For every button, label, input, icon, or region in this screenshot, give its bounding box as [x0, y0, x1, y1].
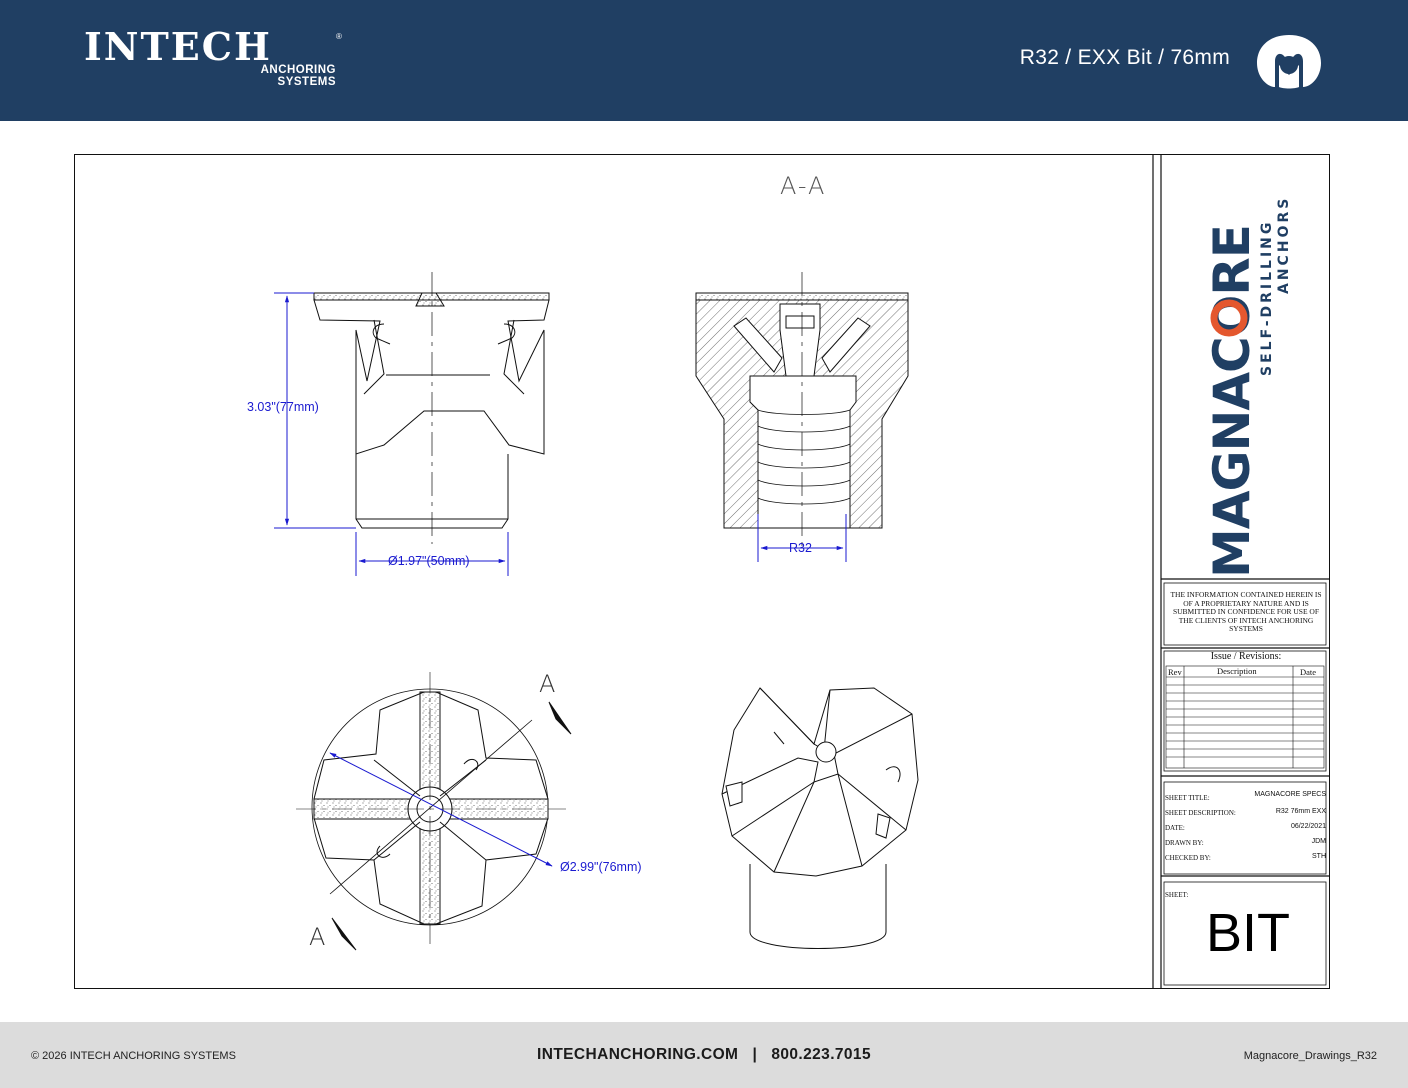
registered-mark: ® [336, 32, 342, 41]
magnacore-logo-o-icon [1210, 299, 1248, 337]
sheet-title-value: MAGNACORE SPECS [1254, 791, 1326, 798]
checked-by-value: STH [1312, 853, 1326, 860]
file-name: Magnacore_Drawings_R32 [1243, 1050, 1377, 1062]
svg-text:MAGNACORE: MAGNACORE [1203, 225, 1261, 578]
revisions-title: Issue / Revisions: [1210, 651, 1282, 662]
dimension-thread: R32 [789, 541, 812, 555]
sheet-label: SHEET: [1165, 891, 1189, 899]
magnacore-tagline: SELF-DRILLING ANCHORS [1259, 196, 1292, 376]
sheet-name: BIT [1205, 903, 1290, 963]
bit-side-view [313, 272, 550, 544]
rev-column-rev: Rev [1168, 667, 1182, 677]
checked-by-label: CHECKED BY: [1165, 854, 1211, 862]
intech-logo-text: INTECH [84, 24, 272, 69]
revisions-table [1165, 665, 1325, 769]
dimension-lines-side [274, 292, 509, 576]
dimension-lines-thread [757, 514, 847, 562]
logo-sub-systems: SYSTEMS [277, 76, 336, 88]
bit-isometric-view [721, 687, 919, 949]
magnacore-logo: MAGNACORE [1203, 225, 1261, 578]
svg-text:ANCHORS: ANCHORS [1276, 196, 1292, 294]
website-link[interactable]: INTECHANCHORING.COM [537, 1046, 739, 1063]
confidentiality-notice: THE INFORMATION CONTAINED HEREIN IS OF A… [1170, 590, 1322, 634]
svg-text:SELF-DRILLING: SELF-DRILLING [1259, 220, 1275, 376]
intech-logo-subtitle: ANCHORING SYSTEMS [230, 64, 336, 88]
phone-number[interactable]: 800.223.7015 [771, 1046, 871, 1063]
title-block-lines [1152, 154, 1330, 989]
bit-section-view [695, 272, 909, 546]
contact-line: INTECHANCHORING.COM | 800.223.7015 [0, 1046, 1408, 1064]
dimension-height: 3.03"(77mm) [247, 400, 319, 414]
page-heading: R32 / EXX Bit / 76mm [1019, 46, 1230, 69]
magnacore-m-icon [1257, 35, 1321, 89]
rev-column-date: Date [1300, 667, 1317, 677]
dimension-shank-diameter: Ø1.97"(50mm) [388, 554, 470, 568]
logo-sub-anchoring: ANCHORING [260, 64, 336, 76]
contact-separator: | [752, 1046, 758, 1063]
drawn-by-label: DRAWN BY: [1165, 839, 1204, 847]
sheet-title-label: SHEET TITLE: [1165, 794, 1210, 802]
rev-column-description: Description [1217, 666, 1257, 676]
sheet-desc-label: SHEET DESCRIPTION: [1165, 809, 1236, 817]
technical-drawing: MAGNACORE SELF-DRILLING ANCHORS [274, 154, 1330, 989]
cut-label-top: A [539, 670, 556, 698]
drawing-frame [74, 154, 1330, 989]
cut-label-bottom: A [309, 923, 326, 951]
date-value: 06/22/2021 [1290, 823, 1326, 830]
sheet-desc-value: R32 76mm EXX [1275, 808, 1326, 815]
section-label: A-A [780, 172, 827, 200]
intech-logo: INTECH ® ANCHORING SYSTEMS [84, 24, 342, 89]
drawn-by-value: JDM [1311, 838, 1326, 845]
copyright: © 2026 INTECH ANCHORING SYSTEMS [31, 1050, 236, 1062]
bit-front-view [296, 672, 572, 951]
dimension-head-diameter: Ø2.99"(76mm) [560, 860, 642, 874]
date-label: DATE: [1165, 824, 1185, 832]
page-footer: © 2026 INTECH ANCHORING SYSTEMS INTECHAN… [0, 1022, 1408, 1088]
dimension-lines-front [329, 752, 553, 867]
page-header: INTECH ® ANCHORING SYSTEMS R32 / EXX Bit… [0, 0, 1408, 121]
